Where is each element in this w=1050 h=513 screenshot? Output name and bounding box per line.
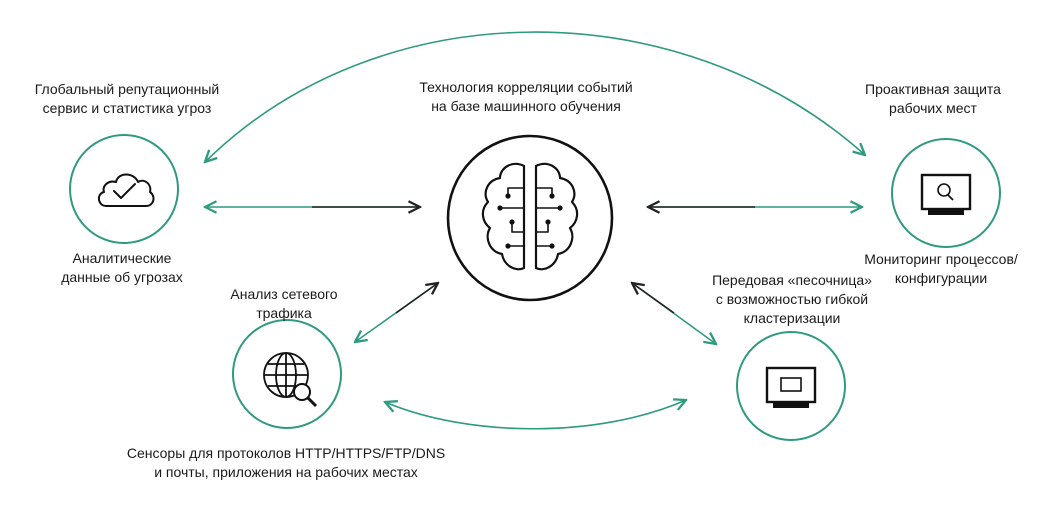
- process-monitoring-node: [891, 138, 1001, 248]
- endpoint-protection-caption: Проактивная защита рабочих мест: [865, 80, 1001, 118]
- threat-data-node: [69, 134, 179, 244]
- globe-search-icon: [263, 352, 318, 408]
- monitor-search-icon: [920, 173, 972, 215]
- sandbox-caption-line-2: с возможностью гибкой: [715, 291, 869, 307]
- sandbox-caption: Передовая «песочница» с возможностью гиб…: [712, 271, 872, 328]
- brain-circuit-icon: [481, 162, 579, 271]
- reputation-caption: Глобальный репутационный сервис и статис…: [35, 80, 220, 118]
- center-caption-line-2: на базе машинного обучения: [431, 98, 621, 114]
- cloud-check-icon: [98, 173, 155, 207]
- arrow-sandbox-dark-half: [631, 282, 675, 314]
- process-monitoring-caption-line-1: Мониторинг процессов/: [864, 251, 1018, 267]
- reputation-caption-line-1: Глобальный репутационный: [34, 81, 220, 97]
- endpoint-protection-caption-line-1: Проактивная защита: [865, 81, 1001, 97]
- sensors-caption-line-2: и почты, приложения на рабочих местах: [154, 464, 418, 480]
- endpoint-protection-caption-line-2: рабочих мест: [889, 100, 977, 116]
- bottom-arc-arrow: [385, 400, 686, 430]
- threat-data-caption-line-1: Аналитические: [72, 250, 172, 266]
- sandbox-node: [736, 331, 846, 441]
- sensors-caption: Сенсоры для протоколов HTTP/HTTPS/FTP/DN…: [127, 444, 445, 482]
- center-node: [446, 134, 614, 302]
- network-analysis-caption-line-2: трафика: [256, 305, 312, 321]
- process-monitoring-caption-line-2: конфигурации: [894, 270, 988, 286]
- threat-data-caption: Аналитические данные об угрозах: [61, 249, 183, 287]
- network-analysis-caption: Анализ сетевого трафика: [230, 285, 337, 323]
- sandbox-caption-line-3: кластеризации: [743, 310, 841, 326]
- center-caption-line-1: Технология корреляции событий: [419, 79, 633, 95]
- threat-data-caption-line-2: данные об угрозах: [61, 269, 183, 285]
- monitor-icon: [765, 366, 817, 408]
- center-caption: Технология корреляции событий на базе ма…: [419, 78, 632, 116]
- top-arc-arrow: [205, 31, 865, 162]
- network-analysis-caption-line-1: Анализ сетевого: [230, 286, 338, 302]
- process-monitoring-caption: Мониторинг процессов/ конфигурации: [864, 250, 1018, 288]
- arrow-network-dark-half: [395, 282, 439, 314]
- sandbox-caption-line-1: Передовая «песочница»: [712, 272, 872, 288]
- reputation-caption-line-2: сервис и статистика угроз: [42, 100, 212, 116]
- network-analysis-node: [232, 319, 342, 429]
- sensors-caption-line-1: Сенсоры для протоколов HTTP/HTTPS/FTP/DN…: [126, 445, 446, 461]
